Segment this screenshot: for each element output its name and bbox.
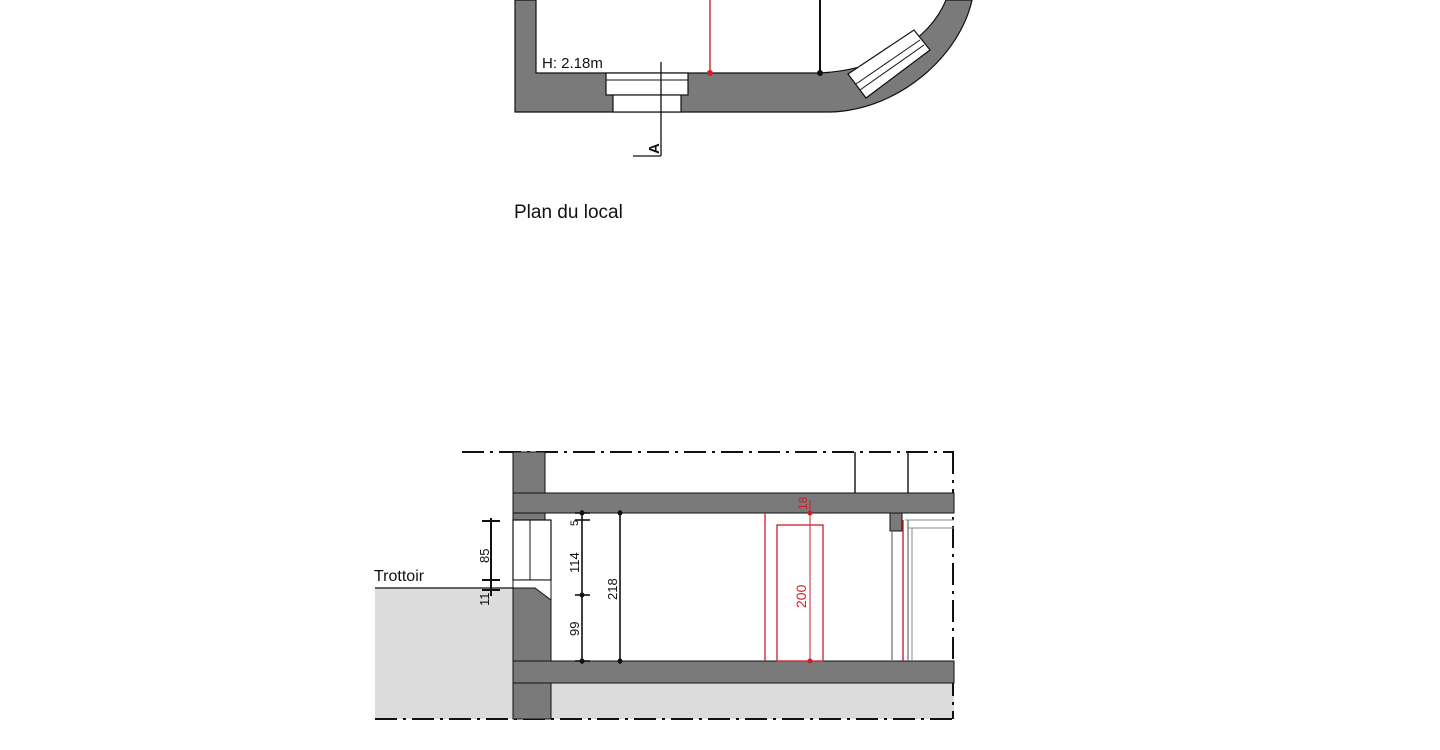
dim-top-gap: 5 <box>569 520 581 526</box>
plan-window-frame <box>605 72 689 96</box>
right-door <box>889 512 954 661</box>
section-view: Trottoir 85 11 5 114 99 218 18 200 <box>374 451 955 720</box>
subfloor-ground <box>551 683 954 719</box>
dim-lower: 99 <box>567 622 582 636</box>
facade-lower-wall <box>512 587 552 720</box>
plan-caption: Plan du local <box>514 202 623 223</box>
floor-slab <box>512 660 955 684</box>
section-window <box>512 519 552 581</box>
plan-height-label: H: 2.18m <box>542 55 603 72</box>
plan-partition-node <box>817 70 823 76</box>
plan-red-node <box>707 70 713 76</box>
dim-window-height: 85 <box>477 549 492 563</box>
bed-outline <box>764 500 824 664</box>
dim-upper: 114 <box>567 552 582 573</box>
sidewalk-ground <box>375 588 513 719</box>
dim-top-red: 18 <box>796 496 810 510</box>
dim-sill: 11 <box>477 593 492 607</box>
ceiling-slab <box>512 492 955 514</box>
dim-bed: 200 <box>793 584 809 608</box>
section-marker-label: A <box>646 143 663 154</box>
floor-plan: H: 2.18m A Plan du local <box>514 0 973 223</box>
section-window-sill <box>512 579 552 601</box>
dimension-lines <box>482 510 623 664</box>
sidewalk-label: Trottoir <box>374 568 425 585</box>
plan-window-sill <box>612 94 682 113</box>
plan-curved-window <box>847 29 931 99</box>
dim-total: 218 <box>605 578 620 600</box>
